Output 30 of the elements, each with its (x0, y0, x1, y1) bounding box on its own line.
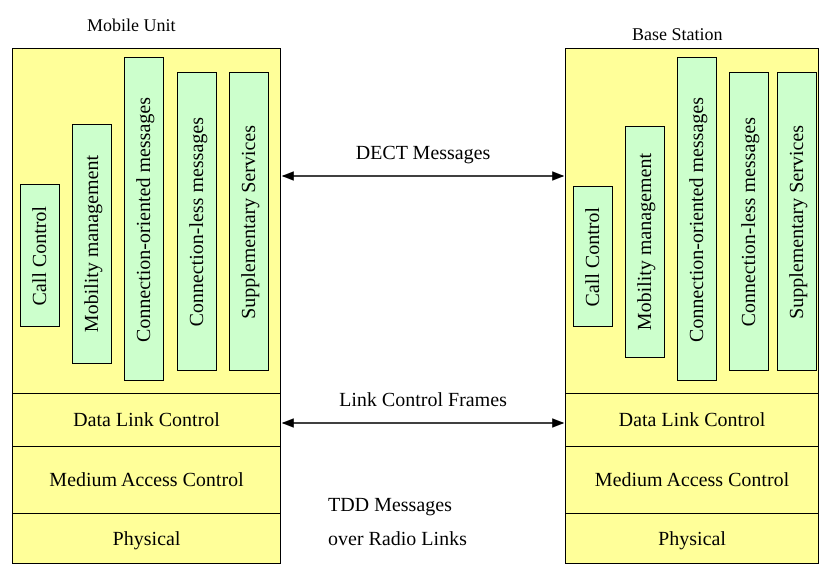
protocol-box (573, 186, 613, 327)
layer-label: Data Link Control (618, 408, 766, 432)
box-label: Connection-oriented messages (686, 96, 708, 342)
layer-label: Data Link Control (73, 408, 220, 432)
protocol-box (124, 57, 164, 381)
protocol-box (72, 124, 112, 364)
protocol-box (20, 184, 60, 327)
layer-label: Medium Access Control (594, 468, 790, 492)
box-label: Supplementary Services (786, 124, 808, 318)
layer-label: Physical (112, 528, 180, 550)
protocol-box (729, 72, 769, 371)
box-label: Connection-less messages (738, 116, 760, 326)
box-label: Call Control (28, 206, 52, 306)
box-label: Mobility management (634, 153, 656, 331)
box-label: Supplementary Services (238, 124, 260, 318)
protocol-box (777, 72, 817, 371)
layer-label: Physical (658, 528, 726, 550)
box-label: Connection-oriented messages (132, 96, 156, 342)
box-label: Connection-less messages (186, 116, 208, 326)
stack-heading: Mobile Unit (87, 15, 176, 36)
protocol-box (229, 72, 269, 371)
arrow (282, 418, 564, 428)
protocol-box (177, 72, 217, 371)
layer-label: Medium Access Control (49, 468, 244, 492)
protocol-box (677, 57, 717, 381)
box-label: Call Control (582, 206, 604, 306)
stack-heading: Base Station (632, 24, 722, 45)
protocol-box (625, 126, 665, 358)
box-label: Mobility management (80, 155, 104, 333)
arrow (282, 171, 564, 181)
